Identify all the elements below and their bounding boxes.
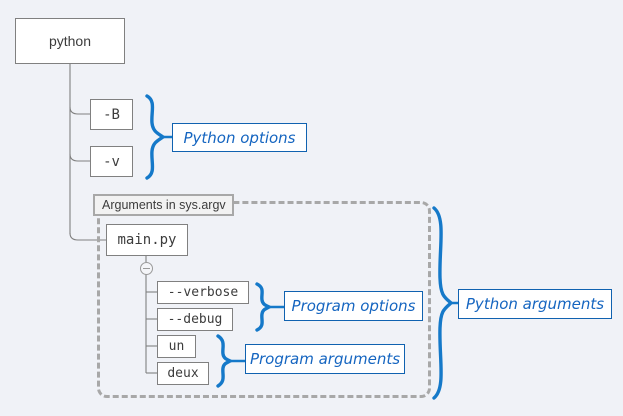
node-program-argument-deux[interactable]: deux — [157, 362, 209, 385]
callout-python-options: Python options — [172, 123, 307, 152]
sys-argv-group-label: Arguments in sys.argv — [93, 194, 234, 216]
callout-program-options-label: Program options — [291, 297, 416, 315]
node-option-B[interactable]: -B — [90, 99, 133, 130]
node-option-v[interactable]: -v — [90, 146, 133, 177]
node-option-v-label: -v — [103, 153, 120, 170]
callout-python-arguments-label: Python arguments — [465, 295, 605, 313]
node-program-argument-deux-label: deux — [167, 366, 199, 381]
sys-argv-group-frame — [97, 201, 431, 398]
node-program-option-verbose-label: --verbose — [167, 285, 239, 300]
node-program-argument-un[interactable]: un — [157, 335, 196, 358]
node-main-py[interactable]: main.py — [106, 224, 188, 256]
node-program-option-verbose[interactable]: --verbose — [157, 281, 249, 304]
node-program-argument-un-label: un — [168, 339, 185, 354]
connector-to-main-py — [69, 232, 106, 241]
connector-to-option-B — [69, 106, 90, 115]
connector-to-option-v — [69, 153, 90, 162]
node-option-B-label: -B — [103, 106, 120, 123]
callout-program-arguments: Program arguments — [245, 344, 405, 374]
node-main-py-label: main.py — [117, 232, 177, 248]
node-python[interactable]: python — [15, 18, 125, 64]
brace-python-arguments — [432, 206, 454, 400]
node-program-option-debug[interactable]: --debug — [157, 308, 233, 331]
callout-python-options-label: Python options — [183, 128, 296, 147]
sys-argv-group-label-text: Arguments in sys.argv — [102, 198, 226, 212]
callout-python-arguments: Python arguments — [458, 289, 612, 319]
node-python-label: python — [48, 33, 92, 49]
callout-program-options: Program options — [284, 291, 423, 321]
callout-program-arguments-label: Program arguments — [249, 350, 401, 368]
collapse-toggle-main-py[interactable] — [140, 262, 153, 275]
node-program-option-debug-label: --debug — [167, 312, 223, 327]
brace-python-options — [145, 94, 167, 180]
